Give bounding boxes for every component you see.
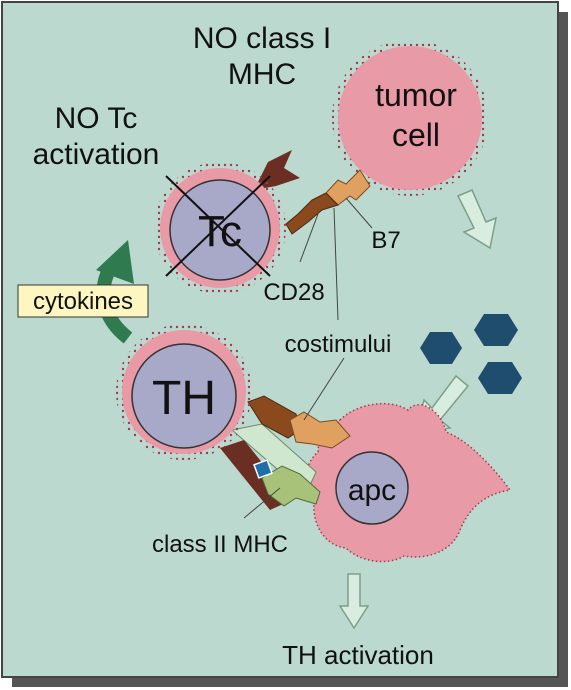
no-class-i-label: NO class I xyxy=(193,22,331,55)
no-tc-label: NO Tc xyxy=(55,102,138,135)
tumor-label: tumor xyxy=(375,77,457,113)
th-cell xyxy=(116,324,252,460)
cd28-receptor xyxy=(285,192,339,235)
b7-label: B7 xyxy=(371,227,400,254)
activation-label: activation xyxy=(33,138,160,171)
cytokines-box xyxy=(17,284,149,318)
apc-cell xyxy=(305,402,512,563)
no-class-i-mhc-label: MHC xyxy=(228,58,296,91)
antigen-hexagon-2 xyxy=(474,314,518,346)
tc-cross-mark xyxy=(165,175,271,277)
tumor-down-arrow xyxy=(456,189,498,250)
class-ii-mhc xyxy=(253,459,321,507)
th-label: TH xyxy=(152,372,216,425)
apc-label: apc xyxy=(348,474,396,507)
th-activation-arrow xyxy=(338,573,370,630)
cell-label: cell xyxy=(392,117,440,153)
th-activation-label: TH activation xyxy=(282,640,434,670)
cytokines-label: cytokines xyxy=(33,288,133,315)
class-ii-mhc-label: class II MHC xyxy=(152,531,288,558)
apc-b7 xyxy=(289,411,351,449)
cd28-label: CD28 xyxy=(263,279,324,306)
tumor-cell xyxy=(332,40,488,196)
antigen-hexagon-3 xyxy=(478,362,522,394)
leader-lines xyxy=(243,197,373,519)
costimului-label: costimului xyxy=(285,331,392,358)
tc-label: Tc xyxy=(198,207,242,256)
antigen-hexagon-1 xyxy=(420,332,462,364)
